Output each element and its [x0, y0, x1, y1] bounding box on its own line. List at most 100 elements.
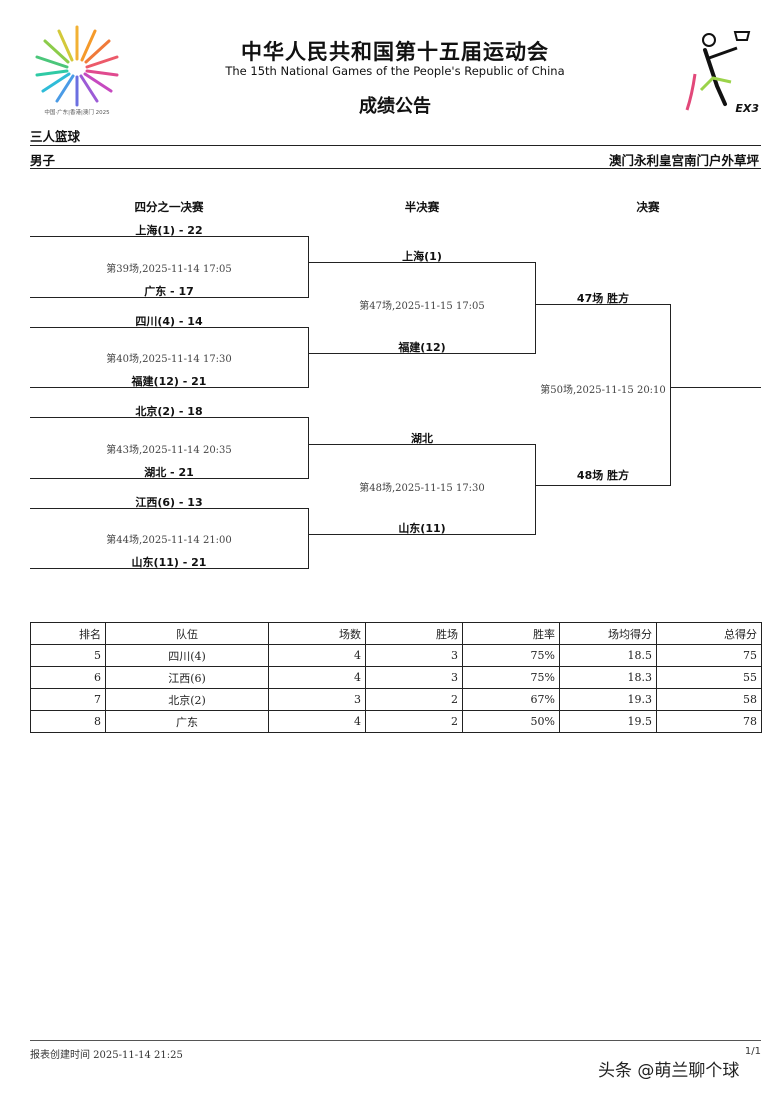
footer-divider	[30, 1040, 761, 1041]
page-number: 1/1	[744, 1046, 761, 1057]
cell-avg-points: 19.5	[559, 710, 657, 733]
report-created-time: 报表创建时间 2025-11-14 21:25	[30, 1050, 183, 1061]
bracket-line	[536, 304, 671, 305]
cell-team: 广东	[105, 710, 269, 733]
final-team-top: 47场 胜方	[576, 292, 630, 305]
page-title: 中华人民共和国第十五届运动会	[241, 40, 549, 64]
qf1-game-info: 第39场,2025-11-14 17:05	[106, 264, 232, 275]
cell-avg-points: 19.3	[559, 688, 657, 711]
basketball-3x3-logo: EX3	[665, 28, 761, 120]
cell-games: 4	[268, 644, 366, 667]
sf2-game-info: 第48场,2025-11-15 17:30	[359, 483, 485, 494]
table-row: 7 北京(2) 3 2 67% 19.3 58	[30, 688, 762, 711]
cell-avg-points: 18.3	[559, 666, 657, 689]
bracket-line	[535, 262, 536, 354]
sf1-team-bottom: 福建(12)	[398, 341, 446, 354]
sf1-game-info: 第47场,2025-11-15 17:05	[359, 301, 485, 312]
col-total-points: 总得分	[656, 622, 762, 645]
cell-wins: 3	[365, 644, 463, 667]
cell-win-rate: 67%	[462, 688, 560, 711]
bracket-line	[30, 327, 309, 328]
sf2-team-bottom: 山东(11)	[398, 522, 446, 535]
qf4-team-bottom: 山东(11) - 21	[131, 556, 207, 569]
ex3-label: EX3	[735, 102, 759, 115]
cell-wins: 2	[365, 710, 463, 733]
cell-team: 北京(2)	[105, 688, 269, 711]
sport-name: 三人篮球	[30, 129, 81, 144]
bracket-line	[30, 508, 309, 509]
watermark: 头条 @萌兰聊个球	[598, 1061, 740, 1081]
bracket-line	[535, 444, 536, 535]
cell-avg-points: 18.5	[559, 644, 657, 667]
table-row: 8 广东 4 2 50% 19.5 78	[30, 710, 762, 733]
cell-win-rate: 75%	[462, 644, 560, 667]
cell-wins: 2	[365, 688, 463, 711]
cell-team: 四川(4)	[105, 644, 269, 667]
sf1-team-top: 上海(1)	[402, 250, 442, 263]
bracket-line	[309, 444, 536, 445]
col-win-rate: 胜率	[462, 622, 560, 645]
qf3-team-top: 北京(2) - 18	[135, 405, 203, 418]
qf2-team-top: 四川(4) - 14	[135, 315, 203, 328]
qf4-game-info: 第44场,2025-11-14 21:00	[106, 535, 232, 546]
cell-total-points: 78	[656, 710, 762, 733]
bracket-line	[30, 568, 309, 569]
bracket-line	[309, 262, 536, 263]
venue: 澳门永利皇宫南门户外草坪	[608, 153, 759, 168]
qf2-game-info: 第40场,2025-11-14 17:30	[106, 354, 232, 365]
bracket-line	[30, 297, 309, 298]
col-rank: 排名	[30, 622, 106, 645]
round-label-semifinal: 半决赛	[404, 200, 440, 214]
col-team: 队伍	[105, 622, 269, 645]
qf3-game-info: 第43场,2025-11-14 20:35	[106, 445, 232, 456]
bracket-line	[308, 327, 309, 388]
bracket-line	[30, 236, 309, 237]
qf3-team-bottom: 湖北 - 21	[144, 466, 194, 479]
bracket-line	[30, 387, 309, 388]
cell-team: 江西(6)	[105, 666, 269, 689]
cell-win-rate: 75%	[462, 666, 560, 689]
bracket-line	[30, 417, 309, 418]
qf1-team-top: 上海(1) - 22	[135, 224, 203, 237]
divider	[30, 145, 761, 146]
round-label-quarterfinal: 四分之一决赛	[134, 200, 204, 214]
cell-rank: 8	[30, 710, 106, 733]
bracket-line	[671, 387, 761, 388]
qf1-team-bottom: 广东 - 17	[144, 285, 194, 298]
table-row: 6 江西(6) 4 3 75% 18.3 55	[30, 666, 762, 689]
cell-rank: 7	[30, 688, 106, 711]
cell-rank: 6	[30, 666, 106, 689]
qf2-team-bottom: 福建(12) - 21	[131, 375, 207, 388]
cell-rank: 5	[30, 644, 106, 667]
bracket-line	[308, 508, 309, 569]
cell-win-rate: 50%	[462, 710, 560, 733]
bracket-line	[670, 304, 671, 486]
cell-wins: 3	[365, 666, 463, 689]
bracket-line	[536, 485, 671, 486]
gender-category: 男子	[30, 153, 56, 168]
page-subtitle: The 15th National Games of the People's …	[225, 64, 565, 78]
table-row: 5 四川(4) 4 3 75% 18.5 75	[30, 644, 762, 667]
bracket-line	[309, 534, 536, 535]
round-label-final: 决赛	[636, 200, 660, 214]
col-avg-points: 场均得分	[559, 622, 657, 645]
bracket-line	[30, 478, 309, 479]
divider	[30, 168, 761, 169]
final-team-bottom: 48场 胜方	[576, 469, 630, 482]
final-game-info: 第50场,2025-11-15 20:10	[540, 385, 666, 396]
notice-title: 成绩公告	[359, 96, 431, 117]
ranking-table: 排名 队伍 场数 胜场 胜率 场均得分 总得分 5 四川(4) 4 3 75% …	[30, 622, 762, 733]
bracket-line	[308, 236, 309, 298]
cell-total-points: 55	[656, 666, 762, 689]
cell-total-points: 75	[656, 644, 762, 667]
table-header-row: 排名 队伍 场数 胜场 胜率 场均得分 总得分	[30, 622, 762, 645]
sf2-team-top: 湖北	[411, 432, 433, 445]
games-logo: 中国·广东|香港|澳门 2025	[32, 22, 122, 120]
cell-games: 3	[268, 688, 366, 711]
col-wins: 胜场	[365, 622, 463, 645]
bracket-line	[308, 417, 309, 479]
bracket-line	[309, 353, 536, 354]
logo-caption: 中国·广东|香港|澳门 2025	[44, 110, 110, 116]
col-games: 场数	[268, 622, 366, 645]
cell-total-points: 58	[656, 688, 762, 711]
